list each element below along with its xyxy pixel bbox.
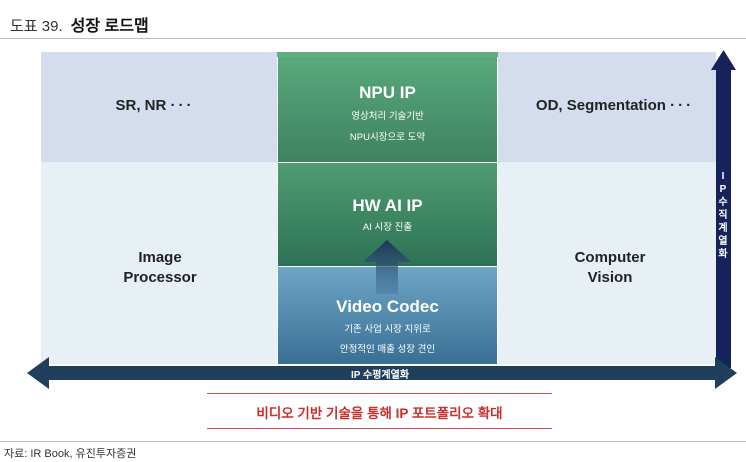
figure-number: 도표 39. (10, 18, 63, 35)
vertical-axis-char: 계 (718, 223, 728, 234)
npu-ip-box: NPU IP 영상처리 기술기반 NPU시장으로 도약 (277, 57, 498, 163)
vertical-axis-char: 열 (718, 236, 728, 247)
figure-title: 성장 로드맵 (70, 18, 149, 35)
hw-ai-ip-title: HW AI IP (352, 196, 423, 215)
computer-vision-line2: Vision (587, 269, 633, 286)
video-codec-sub2: 안정적인 매출 성장 견인 (339, 344, 436, 355)
tagline: 비디오 기반 기술을 통해 IP 포트폴리오 확대 (256, 406, 503, 421)
tagline-bottom-rule (207, 428, 552, 429)
od-seg-text: OD, Segmentation (535, 97, 666, 114)
npu-ip-sub2: NPU시장으로 도약 (349, 132, 426, 143)
vertical-axis-char: 수 (718, 197, 728, 208)
od-segmentation-label: OD, Segmentation ··· (520, 97, 710, 114)
horizontal-axis-label: IP 수평계열화 (350, 370, 410, 381)
vertical-axis-label: I P 수 직 계 열 화 (716, 170, 730, 261)
video-codec-sub1: 기존 사업 시장 지위로 (344, 324, 431, 335)
vertical-axis-char: 직 (718, 210, 728, 221)
vertical-axis-char: 화 (718, 249, 728, 260)
od-seg-dots: ··· (670, 97, 695, 114)
image-processor-line2: Processor (123, 269, 197, 286)
sr-nr-dots: ··· (170, 97, 195, 114)
vertical-axis-char: I (721, 171, 725, 182)
figure-header: 도표 39. 성장 로드맵 (10, 12, 149, 36)
footer-divider (0, 441, 746, 442)
sr-nr-text: SR, NR (115, 97, 167, 114)
hw-ai-ip-sub1: AI 시장 진출 (362, 222, 413, 233)
npu-ip-sub1: 영상처리 기술기반 (351, 111, 424, 122)
video-codec-title: Video Codec (336, 297, 439, 316)
column-top-edge (277, 52, 498, 57)
title-divider (0, 38, 746, 39)
vertical-axis-char: P (719, 184, 727, 195)
source-note: 자료: IR Book, 유진투자증권 (4, 448, 137, 460)
image-processor-line1: Image (138, 249, 182, 266)
npu-ip-title: NPU IP (359, 83, 416, 102)
computer-vision-line1: Computer (574, 249, 646, 266)
horizontal-axis-arrow-icon (27, 357, 737, 389)
image-processor-label: Image Processor (90, 248, 230, 288)
vertical-axis-arrow-icon (711, 50, 736, 368)
tagline-top-rule (207, 393, 552, 394)
growth-up-arrow-icon (363, 240, 411, 294)
sr-nr-label: SR, NR ··· (80, 97, 230, 114)
computer-vision-label: Computer Vision (535, 248, 685, 288)
